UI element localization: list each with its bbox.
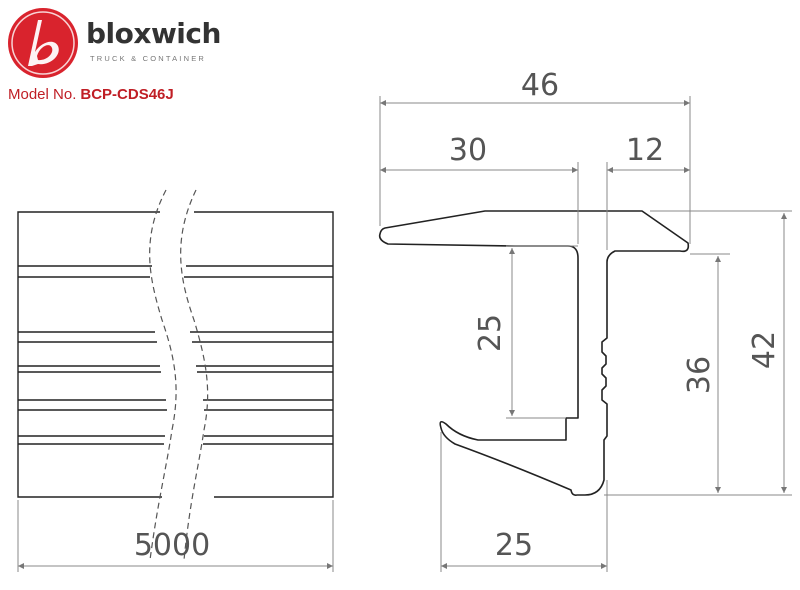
- dim-flange-height-label: 36: [682, 356, 717, 394]
- dim-overall-width-label: 46: [521, 68, 559, 103]
- length-dimension: [17, 500, 334, 572]
- brand-logo: bloxwich TRUCK & CONTAINER: [8, 8, 228, 80]
- brand-name: bloxwich: [86, 17, 221, 50]
- dim-base-width-label: 25: [495, 528, 533, 563]
- dim-length-label: 5000: [134, 528, 210, 563]
- model-label: Model No.: [8, 86, 77, 103]
- dim-inner-height-label: 25: [473, 314, 508, 352]
- dim-left-width-label: 30: [449, 133, 487, 168]
- profile-dimensions: [379, 96, 792, 572]
- dim-right-width-label: 12: [626, 133, 664, 168]
- model-number: Model No.BCP-CDS46J: [8, 86, 174, 103]
- bloxwich-logo-icon: [8, 8, 78, 78]
- brand-subtitle: TRUCK & CONTAINER: [90, 54, 207, 63]
- model-value: BCP-CDS46J: [80, 86, 174, 103]
- dim-overall-height-label: 42: [747, 331, 782, 369]
- profile-outline: [378, 210, 690, 496]
- length-view: [17, 189, 334, 561]
